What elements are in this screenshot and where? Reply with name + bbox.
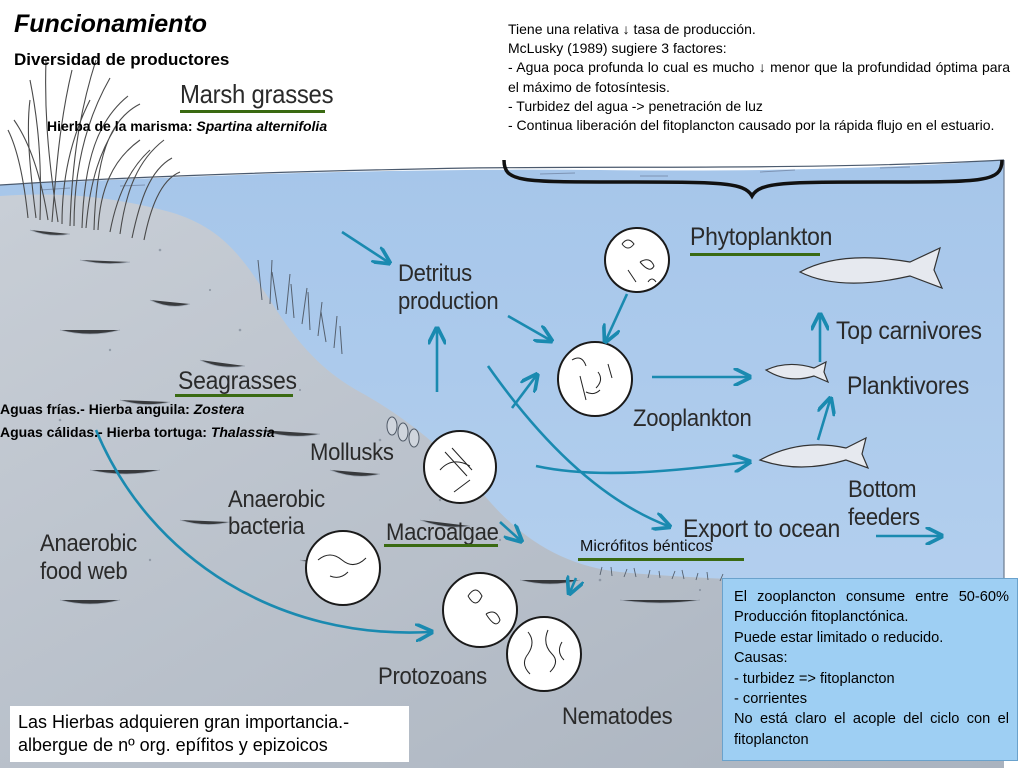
production-note-line: - Turbidez del agua -> penetración de lu… (508, 97, 763, 114)
zooplankton-note-box: El zooplancton consume entre 50-60% Prod… (722, 578, 1018, 761)
planktivore-fish (764, 360, 830, 384)
bottom-feeder-fish (758, 436, 870, 470)
organism-circles (305, 227, 670, 692)
detritus-label: Detritus production (398, 260, 499, 315)
production-note-line: - Continua liberación del fitoplancton c… (508, 117, 995, 134)
zooplankton-note-line: Causas: (734, 650, 788, 667)
mollusk-shells (386, 416, 420, 448)
anaerobic-bacteria-circle (305, 530, 381, 606)
zooplankton-note-line: - corrientes (734, 691, 807, 708)
microphytes-label: Micrófitos bénticos (580, 538, 713, 555)
production-note: Tiene una relativa ↓ tasa de producción.… (508, 20, 1010, 135)
phytoplankton-label: Phytoplankton (690, 223, 833, 251)
top-carnivores-label: Top carnivores (836, 317, 982, 345)
seagrasses-heading: Seagrasses (178, 367, 297, 395)
fish-drawings (758, 246, 944, 470)
seagrass-cold-label: Aguas frías.- Hierba anguila: Zostera (0, 401, 245, 417)
page-subtitle: Diversidad de productores (14, 50, 230, 69)
footer-note-line: albergue de nº org. epífitos y epizoicos (18, 734, 328, 755)
macroalgae-label: Macroalgae (386, 519, 499, 546)
zooplankton-circle (557, 341, 633, 417)
top-carnivore-fish (798, 246, 944, 290)
seagrass-underline (175, 394, 293, 397)
mollusks-label: Mollusks (310, 439, 394, 466)
zooplankton-label: Zooplankton (633, 405, 752, 432)
protozoans-circle (442, 572, 518, 648)
footer-note-box: Las Hierbas adquieren gran importancia.-… (10, 706, 409, 762)
phytoplankton-underline (690, 253, 820, 256)
microphytes-underline (578, 558, 744, 561)
seagrass-drawing (257, 259, 343, 355)
phytoplankton-circle (604, 227, 670, 293)
production-note-line: Tiene una relativa ↓ tasa de producción. (508, 21, 756, 37)
marsh-grasses-heading: Marsh grasses (180, 79, 334, 109)
export-label: Export to ocean (683, 515, 840, 543)
page-title: Funcionamiento (14, 10, 208, 38)
zooplankton-note-line: - turbidez => fitoplancton (734, 670, 895, 687)
benthic-microphytes (599, 566, 724, 582)
zooplankton-note-line: Puede estar limitado o reducido. (734, 629, 944, 646)
production-note-line: - Agua poca profunda lo cual es mucho ↓ … (508, 59, 1010, 95)
macroalgae-underline (384, 544, 498, 547)
marsh-underline (180, 110, 325, 113)
mollusks-circle (423, 430, 497, 504)
nematodes-circle (506, 616, 582, 692)
planktivores-label: Planktivores (847, 372, 969, 400)
anaerobic-bacteria-label: Anaerobic bacteria (228, 486, 325, 540)
marsh-species-label: Hierba de la marisma: Spartina alternifo… (47, 118, 328, 134)
flow-arrows (94, 230, 940, 633)
zooplankton-note-line: El zooplancton consume entre 50-60% Prod… (734, 589, 1009, 626)
production-note-line: McLusky (1989) sugiere 3 factores: (508, 40, 727, 57)
anaerobic-food-web-label: Anaerobic food web (40, 530, 137, 585)
zooplankton-note-line: No está claro el acople del ciclo con el… (734, 711, 1009, 748)
brace (502, 159, 1004, 200)
bottom-feeders-label: Bottom feeders (848, 476, 920, 531)
protozoans-label: Protozoans (378, 663, 487, 690)
seagrass-warm-label: Aguas cálidas.- Hierba tortuga: Thalassi… (0, 424, 275, 440)
nematodes-label: Nematodes (562, 703, 673, 730)
marsh-grass-drawing (7, 59, 181, 241)
footer-note-line: Las Hierbas adquieren gran importancia.- (18, 712, 350, 732)
water-surface (0, 159, 1005, 186)
